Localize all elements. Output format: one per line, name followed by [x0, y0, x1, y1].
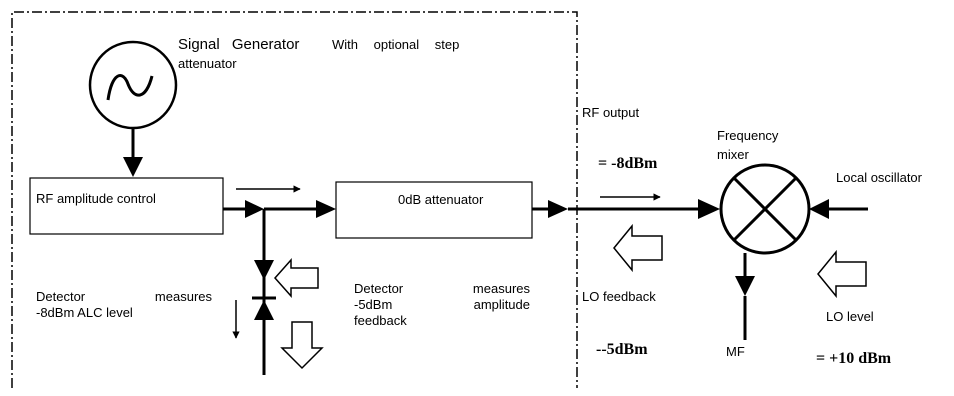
lo-level-label: LO level — [826, 309, 874, 324]
detector-right-line1: Detector measures — [354, 281, 530, 297]
hollow-arrow-down-detector — [280, 321, 324, 370]
hollow-arrow-left-detector — [273, 258, 319, 298]
arrow-out-attenuator — [548, 200, 568, 218]
arrow-into-attenuator — [316, 200, 336, 218]
hollow-arrow-lo-feedback — [613, 223, 663, 273]
arrow-down-to-control — [123, 157, 143, 177]
lo-level-value: = +10 dBm — [816, 350, 892, 367]
arrow-into-mixer — [698, 199, 720, 219]
lo-feedback-level-value: --5dBm — [596, 341, 648, 358]
hollow-arrow-lo-level — [817, 249, 867, 299]
arrow-mf-out — [735, 276, 755, 296]
oscillator-circle — [88, 40, 178, 130]
mf-label: MF — [726, 344, 745, 359]
local-oscillator-label: Local oscillator — [836, 170, 922, 185]
detector-left-line2: -8dBm ALC level — [36, 305, 133, 320]
rf-output-label: RF output — [582, 105, 640, 120]
detector-left-word2: measures — [154, 289, 212, 304]
detector-right-word1: Detector — [354, 281, 404, 296]
generator-subtitle-line2: attenuator — [178, 56, 237, 71]
arrow-into-junction — [245, 200, 264, 218]
detector-left-line1: Detector measures — [36, 289, 212, 305]
detector-right-line2: -5dBm amplitude — [354, 297, 530, 313]
detector-right-word2: measures — [472, 281, 530, 296]
attenuator-block — [335, 181, 533, 239]
lo-feedback-label: LO feedback — [582, 289, 656, 304]
rf-amplitude-control-label: RF amplitude control — [36, 191, 156, 206]
generator-subtitle-text: With optional step — [332, 37, 460, 52]
sine-wave-icon — [106, 74, 154, 101]
mixer-label-line1: Frequency — [717, 128, 779, 143]
detector-left-word1: Detector — [36, 289, 86, 304]
generator-enclosure — [11, 11, 578, 388]
rf-amplitude-control-block — [29, 177, 224, 235]
output-level-value: = -8dBm — [598, 155, 658, 172]
detector-right-word3: -5dBm — [354, 297, 393, 312]
attenuator-label: 0dB attenuator — [398, 192, 484, 207]
arrow-lo-into-mixer — [809, 199, 829, 219]
detector-diode-upper — [254, 260, 274, 280]
detector-right-word4: amplitude — [473, 297, 530, 312]
detector-right-line3: feedback — [354, 313, 407, 328]
detector-diode-lower — [254, 300, 274, 320]
generator-subtitle-line1: With optional step — [332, 37, 532, 53]
generator-title: Signal Generator — [178, 36, 300, 53]
mixer-label-line2: mixer — [717, 147, 749, 162]
